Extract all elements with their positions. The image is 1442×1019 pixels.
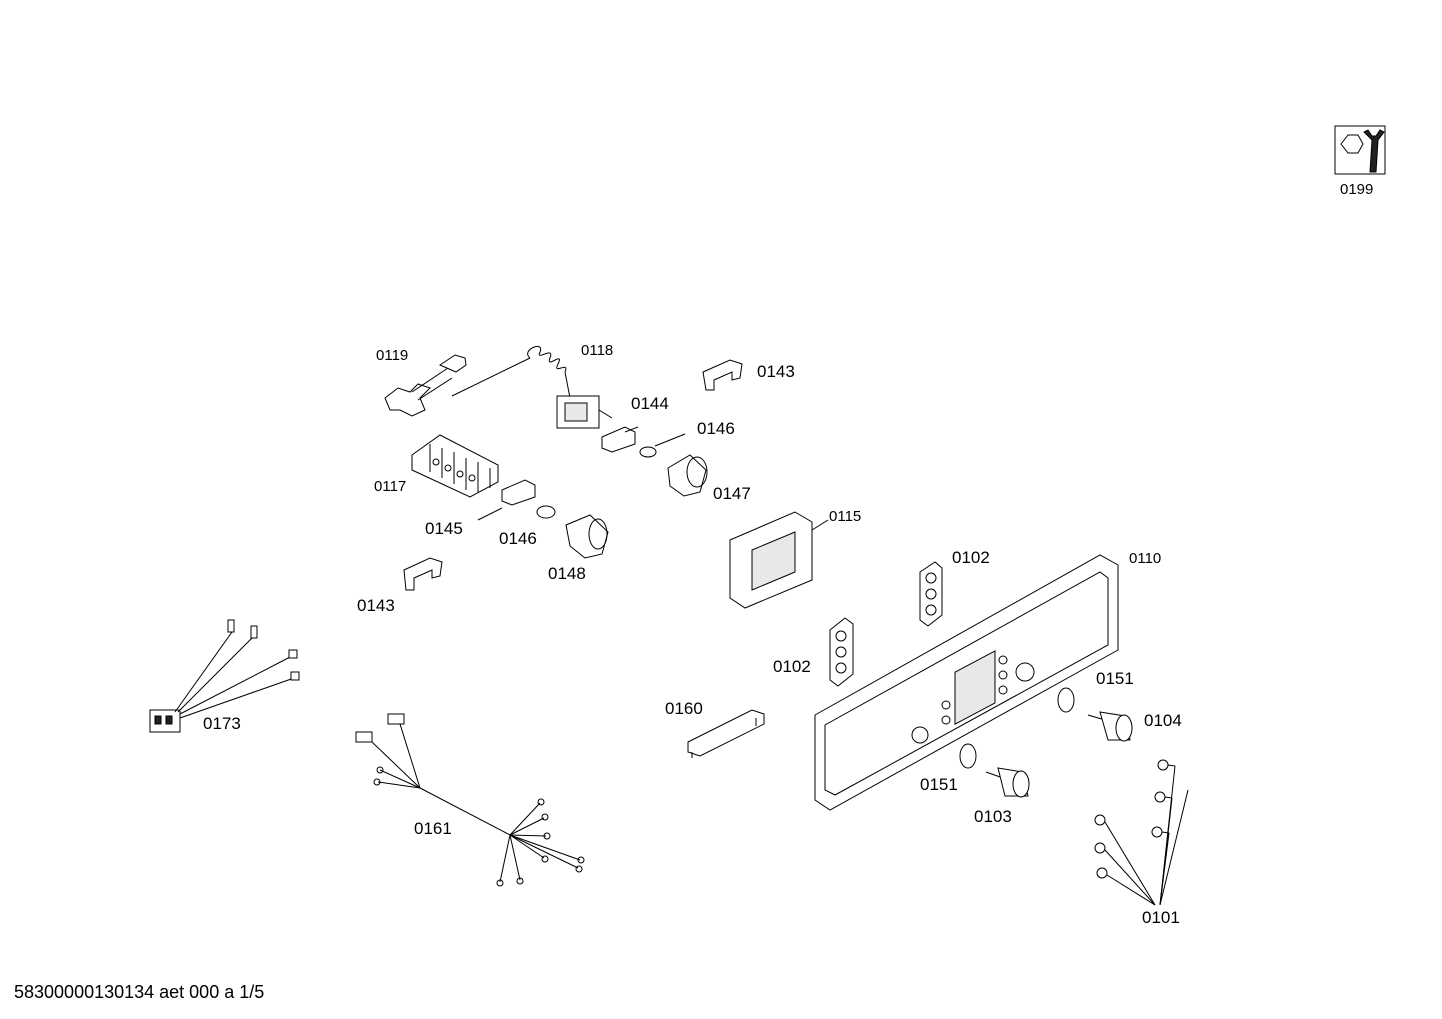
document-code-footer: 58300000130134 aet 000 a 1/5 [14, 982, 265, 1002]
thermostat-probe-0119 [385, 355, 466, 416]
part-label-0103: 0103 [974, 807, 1012, 826]
terminal-block-0117 [412, 435, 498, 497]
part-label-0145: 0145 [425, 519, 463, 538]
bracket-0160 [688, 710, 764, 758]
tool-icon [1335, 126, 1385, 174]
part-label-0151-lower: 0151 [920, 775, 958, 794]
bracket-0143-bottom [404, 558, 442, 590]
part-label-0118: 0118 [581, 342, 614, 359]
bracket-0143-top [703, 360, 742, 390]
switch-0145 [478, 480, 535, 520]
wire-harness-0161 [356, 714, 584, 886]
part-label-0119: 0119 [376, 347, 409, 364]
knob-0104 [1088, 712, 1132, 741]
knob-housing-0148 [566, 515, 608, 558]
part-label-0115: 0115 [829, 508, 862, 525]
part-label-0151-upper: 0151 [1096, 669, 1134, 688]
part-label-0104: 0104 [1144, 711, 1182, 730]
part-label-0117: 0117 [374, 478, 407, 495]
part-label-0102-lower: 0102 [773, 657, 811, 676]
ring-0151-upper [1058, 688, 1074, 712]
part-label-0144: 0144 [631, 394, 669, 413]
ring-0151-lower [960, 744, 976, 768]
pin-0146-top [640, 434, 685, 457]
part-label-0146-bottom: 0146 [499, 529, 537, 548]
part-label-0143-top: 0143 [757, 362, 795, 381]
part-label-0101: 0101 [1142, 908, 1180, 927]
part-label-0199: 0199 [1340, 181, 1374, 198]
part-label-0148: 0148 [548, 564, 586, 583]
part-label-0160: 0160 [665, 699, 703, 718]
electronic-module-0115 [730, 512, 828, 608]
knob-0103 [986, 768, 1029, 797]
thermostat-0118 [452, 346, 612, 428]
part-label-0173: 0173 [203, 714, 241, 733]
knob-housing-0147 [668, 455, 707, 496]
wire-harness-0173 [150, 620, 299, 732]
part-label-0161: 0161 [414, 819, 452, 838]
part-label-0147: 0147 [713, 484, 751, 503]
button-holder-0102-lower [830, 618, 853, 686]
button-holder-0102-upper [920, 562, 942, 626]
pin-0146-bottom [537, 506, 555, 518]
part-label-0143-bottom: 0143 [357, 596, 395, 615]
control-panel-0110 [815, 555, 1118, 810]
screws-0101 [1095, 760, 1188, 905]
part-label-0146-top: 0146 [697, 419, 735, 438]
switch-0144 [602, 427, 638, 452]
part-label-0110: 0110 [1129, 550, 1162, 567]
part-label-0102-upper: 0102 [952, 548, 990, 567]
